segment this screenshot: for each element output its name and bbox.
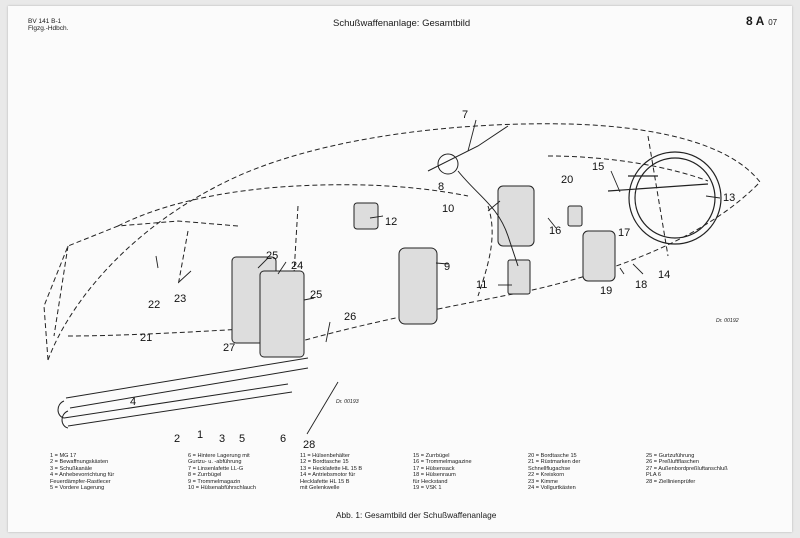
callout: 7 [462,109,468,121]
legend-item: 19 = VSK 1 [413,485,442,492]
legend-item: 24 = Vollgurtkästen [528,485,576,492]
callout: 21 [140,332,152,344]
legend-item: 20 = Bordtasche 15 [528,453,577,459]
legend-item: 15 = Zurrbügel [413,453,450,459]
legend-item: 17 = Hülsensack [413,465,455,472]
callout: 13 [723,192,735,204]
weapons-system-illustration: 1 2 3 4 5 6 7 8 9 10 11 12 13 14 15 16 1… [43,109,761,451]
legend-item: 11 = Hülsenbehälter [300,453,350,459]
tail-gun-mount [607,151,722,245]
callout: 25 [310,289,322,301]
gun-barrels [57,357,309,429]
legend-item: 13 = Hecklafette HL 15 B [300,465,363,472]
legend-column-4: 15 = Zurrbügel 16 = Trommelmagazine 17 =… [413,453,472,491]
callout: 5 [239,433,245,445]
page-title: Schußwaffenanlage: Gesamtbild [333,18,471,29]
callout: 10 [442,203,454,215]
callout: 15 [592,161,604,173]
callout: 3 [219,433,225,445]
callout: 9 [444,261,450,273]
drawing-ref-right: Dr. 00192 [716,318,739,324]
legend-item: 18 = Hülsenraum [413,472,456,479]
callout: 23 [174,293,186,305]
callout: 20 [561,174,573,186]
legend-item: 3 = Schußkanäle [50,465,93,472]
drawing-ref-center: Dr. 00193 [336,399,359,405]
legend-item: 5 = Vordere Lagerung [50,485,105,492]
legend-item: für Heckstand [413,478,448,485]
legend-item: 26 = Preßluftflaschen [646,459,700,466]
callout: 14 [658,269,670,281]
callout: 24 [291,260,303,272]
drawing-sheet: BV 141 B-1 Flgzg.-Hdbch. Schußwaffenanla… [8,6,792,532]
callout: 6 [280,433,286,445]
legend-column-6: 25 = Gurtzuführung 26 = Preßluftflaschen… [646,453,728,485]
callout: 19 [600,285,612,297]
legend-column-1: 1 = MG 17 2 = Bewaffnungskästen 3 = Schu… [50,453,114,491]
legend-item: 12 = Bordtasche 15 [300,459,349,466]
callout: 8 [438,181,444,193]
section-number: 8 A [746,14,765,28]
legend-item: 27 = Außenbordpreßluftanschluß [646,465,728,472]
callout: 16 [549,225,561,237]
legend-item: Hecklafette HL 15 B [300,478,350,485]
ammo-drums [231,185,616,358]
callout: 22 [148,299,160,311]
legend-column-3: 11 = Hülsenbehälter 12 = Bordtasche 15 1… [300,453,362,491]
legend-item: 23 = Kimme [528,478,559,485]
legend-item: 16 = Trommelmagazine [413,459,472,466]
legend-item: Feuerdämpfer-Rastlecer [50,478,111,485]
legend-column-2: 6 = Hintere Lagerung mit Gurtzu- u. -abf… [188,453,256,491]
callout: 4 [130,396,136,408]
legend-column-5: 20 = Bordtasche 15 21 = Rüstmarken der S… [528,453,580,491]
legend-item: 25 = Gurtzuführung [646,453,695,459]
document-id: BV 141 B-1 Flgzg.-Hdbch. [28,18,68,32]
legend-item: 2 = Bewaffnungskästen [50,459,109,466]
callout: 17 [618,227,630,239]
legend-item: 1 = MG 17 [50,453,77,459]
callout: 12 [385,216,397,228]
callout-numbers: 1 2 3 4 5 6 7 8 9 10 11 12 13 14 15 16 1… [130,109,735,451]
fuselage-outline [43,123,761,361]
callout: 2 [174,433,180,445]
callout: 18 [635,279,647,291]
legend-item: 22 = Kreiskorn [528,472,565,479]
callout: 11 [476,279,487,291]
callout: 25 [266,250,278,262]
legend-item: 28 = Ziellinienprüfer [646,478,696,485]
legend-item: 6 = Hintere Lagerung mit [188,453,250,459]
legend-item: 8 = Zurrbügel [188,472,222,479]
legend-item: 7 = Linsenlafette LL-G [188,465,244,472]
legend-item: Schnellflugachse [528,465,571,472]
legend-item: mit Gelenkwelle [300,485,340,492]
handbook-ref: Flgzg.-Hdbch. [28,25,69,32]
legend-item: PLA 6 [646,472,661,479]
legend-item: 10 = Hülsenabführschlauch [188,485,256,492]
callout: 27 [223,342,235,354]
legend-item: 21 = Rüstmarken der [528,459,581,466]
legend-item: 14 = Antriebsmotor für [300,472,356,479]
legend-item: Gurtzu- u. -abführung [188,459,242,466]
legend-item: 9 = Trommelmagazin [188,478,241,485]
callout: 1 [197,429,203,441]
callout: 26 [344,311,356,323]
dorsal-gun-mount [427,125,519,267]
aircraft-type: BV 141 B-1 [28,18,62,25]
legend-item: 4 = Anhebevorrichtung für [50,472,115,479]
figure-caption: Abb. 1: Gesamtbild der Schußwaffenanlage [336,510,497,520]
sheet-number: 07 [768,18,778,27]
callout: 28 [303,439,315,451]
leader-lines [155,119,721,435]
